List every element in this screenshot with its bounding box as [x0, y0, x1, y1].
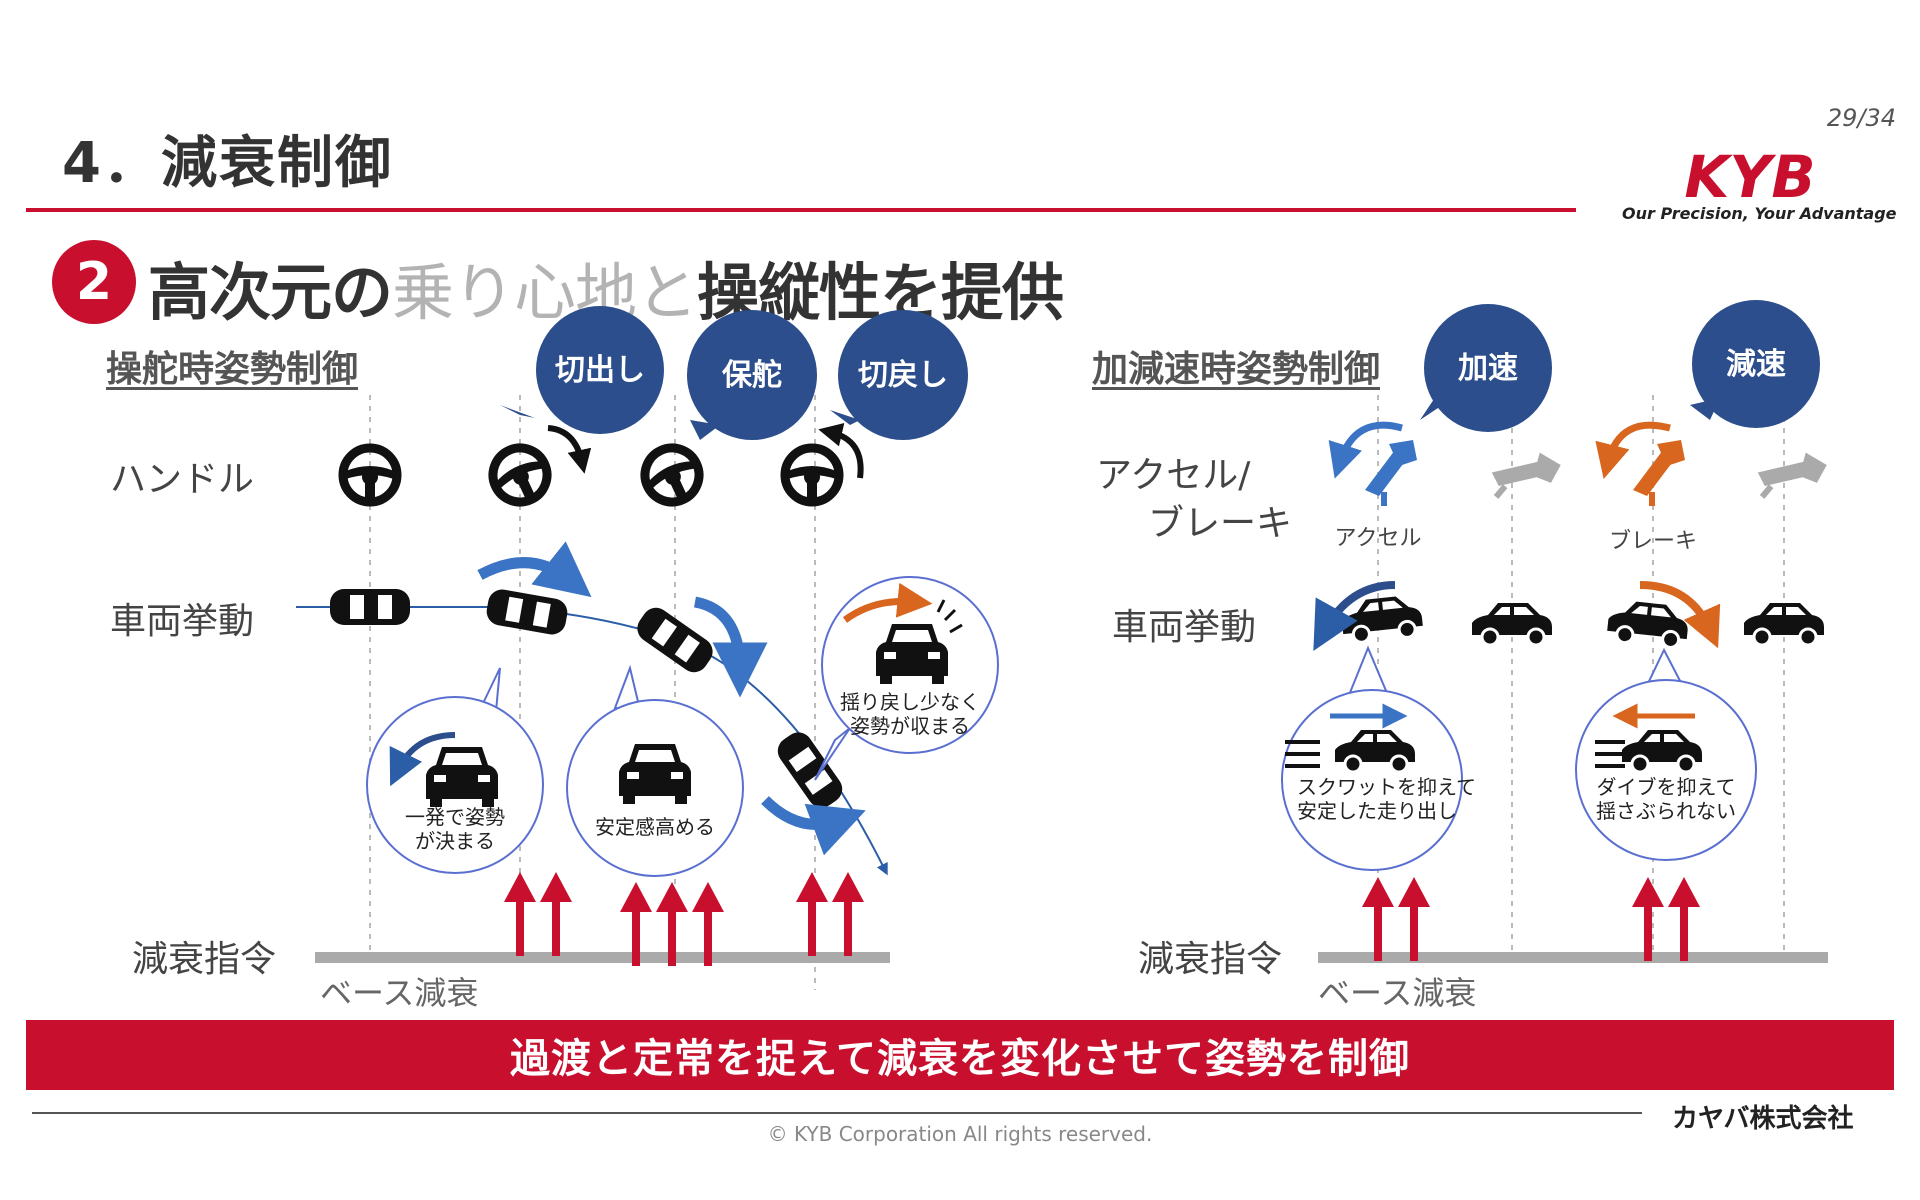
logo-text: KYB [1684, 145, 1815, 205]
pedal-icon [1633, 440, 1685, 506]
roll-arrow-icon [477, 541, 592, 598]
kyb-logo: KYB [1684, 145, 1815, 205]
steering-wheel-icon [484, 439, 556, 511]
note-circle-5 [1575, 679, 1757, 861]
roll-arrow-icon [761, 796, 866, 856]
arrow-up-icon [1632, 877, 1664, 961]
headline-part2: 乗り心地と [392, 256, 698, 329]
phase-label-brake: 減速 [1726, 347, 1786, 382]
right-row-vehicle: 車両挙動 [1112, 607, 1257, 648]
right-row-pedal-line1: アクセル/ [1096, 455, 1251, 496]
headline-part1: 高次元の [148, 256, 393, 329]
pedal-label-accel: アクセル [1335, 526, 1422, 551]
bubble-kiridashi [500, 306, 664, 434]
left-row-command: 減衰指令 [132, 939, 277, 980]
arrow-up-icon [1668, 877, 1700, 961]
right-guides [1377, 395, 1785, 960]
pedal-label-brake: ブレーキ [1609, 529, 1697, 554]
left-base-label: ベース減衰 [320, 974, 479, 1012]
roll-arrow-icon [389, 732, 456, 787]
note-tail [814, 727, 851, 781]
page-number: 29/34 [1826, 104, 1896, 132]
steering-wheel-icon [343, 448, 397, 502]
note-circle-4 [1281, 689, 1463, 871]
right-row-pedal-line2: ブレーキ [1148, 503, 1293, 544]
left-row-handle: ハンドル [110, 459, 255, 500]
arrow-up-icon [504, 872, 536, 956]
pitch-arrow-icon [1639, 581, 1721, 649]
copyright: © KYB Corporation All rights reserved. [767, 1122, 1153, 1146]
arrow-up-icon [832, 872, 864, 956]
left-panel-title: 操舵時姿勢制御 [106, 349, 359, 390]
bubble-kasoku [1420, 304, 1552, 432]
right-base-line [1318, 952, 1828, 963]
car-icon [1604, 597, 1692, 651]
roll-arrow-icon [842, 582, 933, 623]
company-name: カヤバ株式会社 [1672, 1104, 1854, 1134]
footer-rule [32, 1112, 1642, 1114]
roll-arrow-icon [693, 596, 768, 698]
pedal-icon [1747, 434, 1830, 519]
header-rule [26, 208, 1576, 212]
left-row-vehicle: 車両挙動 [110, 601, 255, 642]
note-text-5: ダイブを抑えて 揺さぶられない [1596, 775, 1736, 823]
summary-banner: 過渡と定常を捉えて減衰を変化させて姿勢を制御 [26, 1020, 1894, 1090]
left-guides [369, 395, 816, 990]
note-text-2: 安定感高める [595, 815, 715, 839]
pedal-icon [1481, 434, 1564, 519]
note-text-1: 一発で姿勢 が決まる [405, 805, 505, 853]
right-panel-title: 加減速時姿勢制御 [1092, 349, 1381, 390]
arrow-up-icon [796, 872, 828, 956]
phase-label-accel: 加速 [1458, 351, 1518, 386]
phase-label-1: 切出し [555, 353, 645, 388]
turn-arrow-icon [547, 425, 592, 474]
rotate-arrow-icon [1328, 421, 1403, 479]
right-row-command: 減衰指令 [1138, 939, 1283, 980]
arrow-up-icon [540, 872, 572, 956]
phase-label-2: 保舵 [722, 358, 782, 393]
steering-wheel-icon [636, 439, 708, 511]
pedal-icon [1365, 440, 1417, 506]
steering-wheel-icon [785, 448, 839, 502]
arrow-up-icon [1362, 877, 1394, 961]
motion-lines-icon [1285, 740, 1320, 768]
bubble-kirimodoshi [830, 310, 968, 440]
car-icon [631, 602, 719, 678]
pitch-arrow-icon [1313, 581, 1396, 651]
phase-label-3: 切戻し [858, 358, 948, 393]
section-title: 4．減衰制御 [62, 131, 393, 196]
note-text-4: スクワットを抑えて 安定した走り出し [1297, 775, 1476, 823]
right-base-label: ベース減衰 [1318, 974, 1477, 1012]
bubble-hoda [687, 310, 817, 440]
car-icon [484, 587, 570, 637]
arrow-up-icon [1398, 877, 1430, 961]
rotate-arrow-icon [1595, 421, 1671, 479]
motion-lines-icon [1595, 740, 1625, 768]
shake-lines-icon [936, 599, 963, 634]
logo-tagline: Our Precision, Your Advantage [1622, 204, 1897, 223]
number-badge: 2 [52, 240, 136, 324]
turn-arrow-icon [818, 422, 864, 479]
note-text-3: 揺り戻し少なく 姿勢が収まる [840, 690, 980, 738]
headline: 高次元の乗り心地と操縦性を提供 [148, 242, 1064, 332]
car-icon [330, 589, 410, 625]
left-base-line [315, 952, 890, 963]
bubble-gensoku [1690, 300, 1820, 428]
